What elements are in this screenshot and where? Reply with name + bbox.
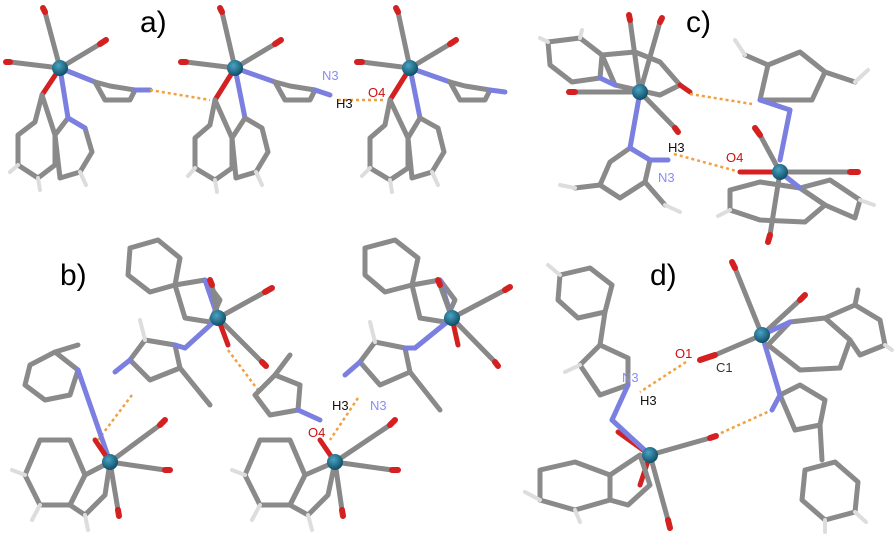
panel-b: b) H3 N3 O4 xyxy=(10,237,513,532)
atom-label-c-o4: O4 xyxy=(726,150,743,165)
hbond-b1 xyxy=(227,349,259,391)
panel-label-a: a) xyxy=(140,6,167,39)
atom-label-c-n3: N3 xyxy=(658,170,675,185)
atom-label-d-c1: C1 xyxy=(716,360,733,375)
panel-label-d: d) xyxy=(650,259,677,292)
molecule-d1 xyxy=(697,259,894,398)
atom-label-a-n3: N3 xyxy=(322,68,339,83)
atom-label-d-o1: O1 xyxy=(675,346,692,361)
hbond-b2 xyxy=(97,394,133,441)
panel-label-b: b) xyxy=(60,259,87,292)
hbond-d1 xyxy=(639,360,687,394)
atom-label-c-h3: H3 xyxy=(668,140,685,155)
atom-label-d-n3: N3 xyxy=(622,370,639,385)
molecule-a3 xyxy=(354,5,508,194)
atom-label-b-h3: H3 xyxy=(332,398,349,413)
hbond-d2 xyxy=(709,408,773,440)
molecule-d4 xyxy=(769,382,868,534)
molecule-b1 xyxy=(125,237,275,369)
molecule-b5 xyxy=(342,320,443,413)
hbond-b3 xyxy=(328,397,360,441)
molecule-d2 xyxy=(546,263,631,423)
hbond-c1 xyxy=(689,92,753,106)
molecule-a2 xyxy=(178,5,333,194)
molecule-b6 xyxy=(230,352,401,532)
panel-label-c: c) xyxy=(686,6,711,39)
panel-c: c) H3 O4 N3 xyxy=(538,6,876,245)
molecule-d3 xyxy=(523,417,719,531)
molecule-a1 xyxy=(3,5,153,192)
atom-label-b-n3: N3 xyxy=(370,398,387,413)
atom-label-b-o4: O4 xyxy=(308,425,325,440)
atom-label-a-o4: O4 xyxy=(368,85,385,100)
panel-d: d) O1 C1 N3 H3 xyxy=(523,259,894,534)
molecule-b2 xyxy=(112,318,213,408)
panel-a: a) N3 H3 O4 xyxy=(3,5,508,194)
molecule-b3 xyxy=(10,342,173,532)
hbond-a1 xyxy=(149,88,211,102)
molecule-c1 xyxy=(538,12,693,214)
atom-label-a-h3: H3 xyxy=(336,96,353,111)
atom-label-d-h3: H3 xyxy=(640,393,657,408)
molecule-c2 xyxy=(716,38,876,245)
molecule-b4 xyxy=(362,237,513,369)
